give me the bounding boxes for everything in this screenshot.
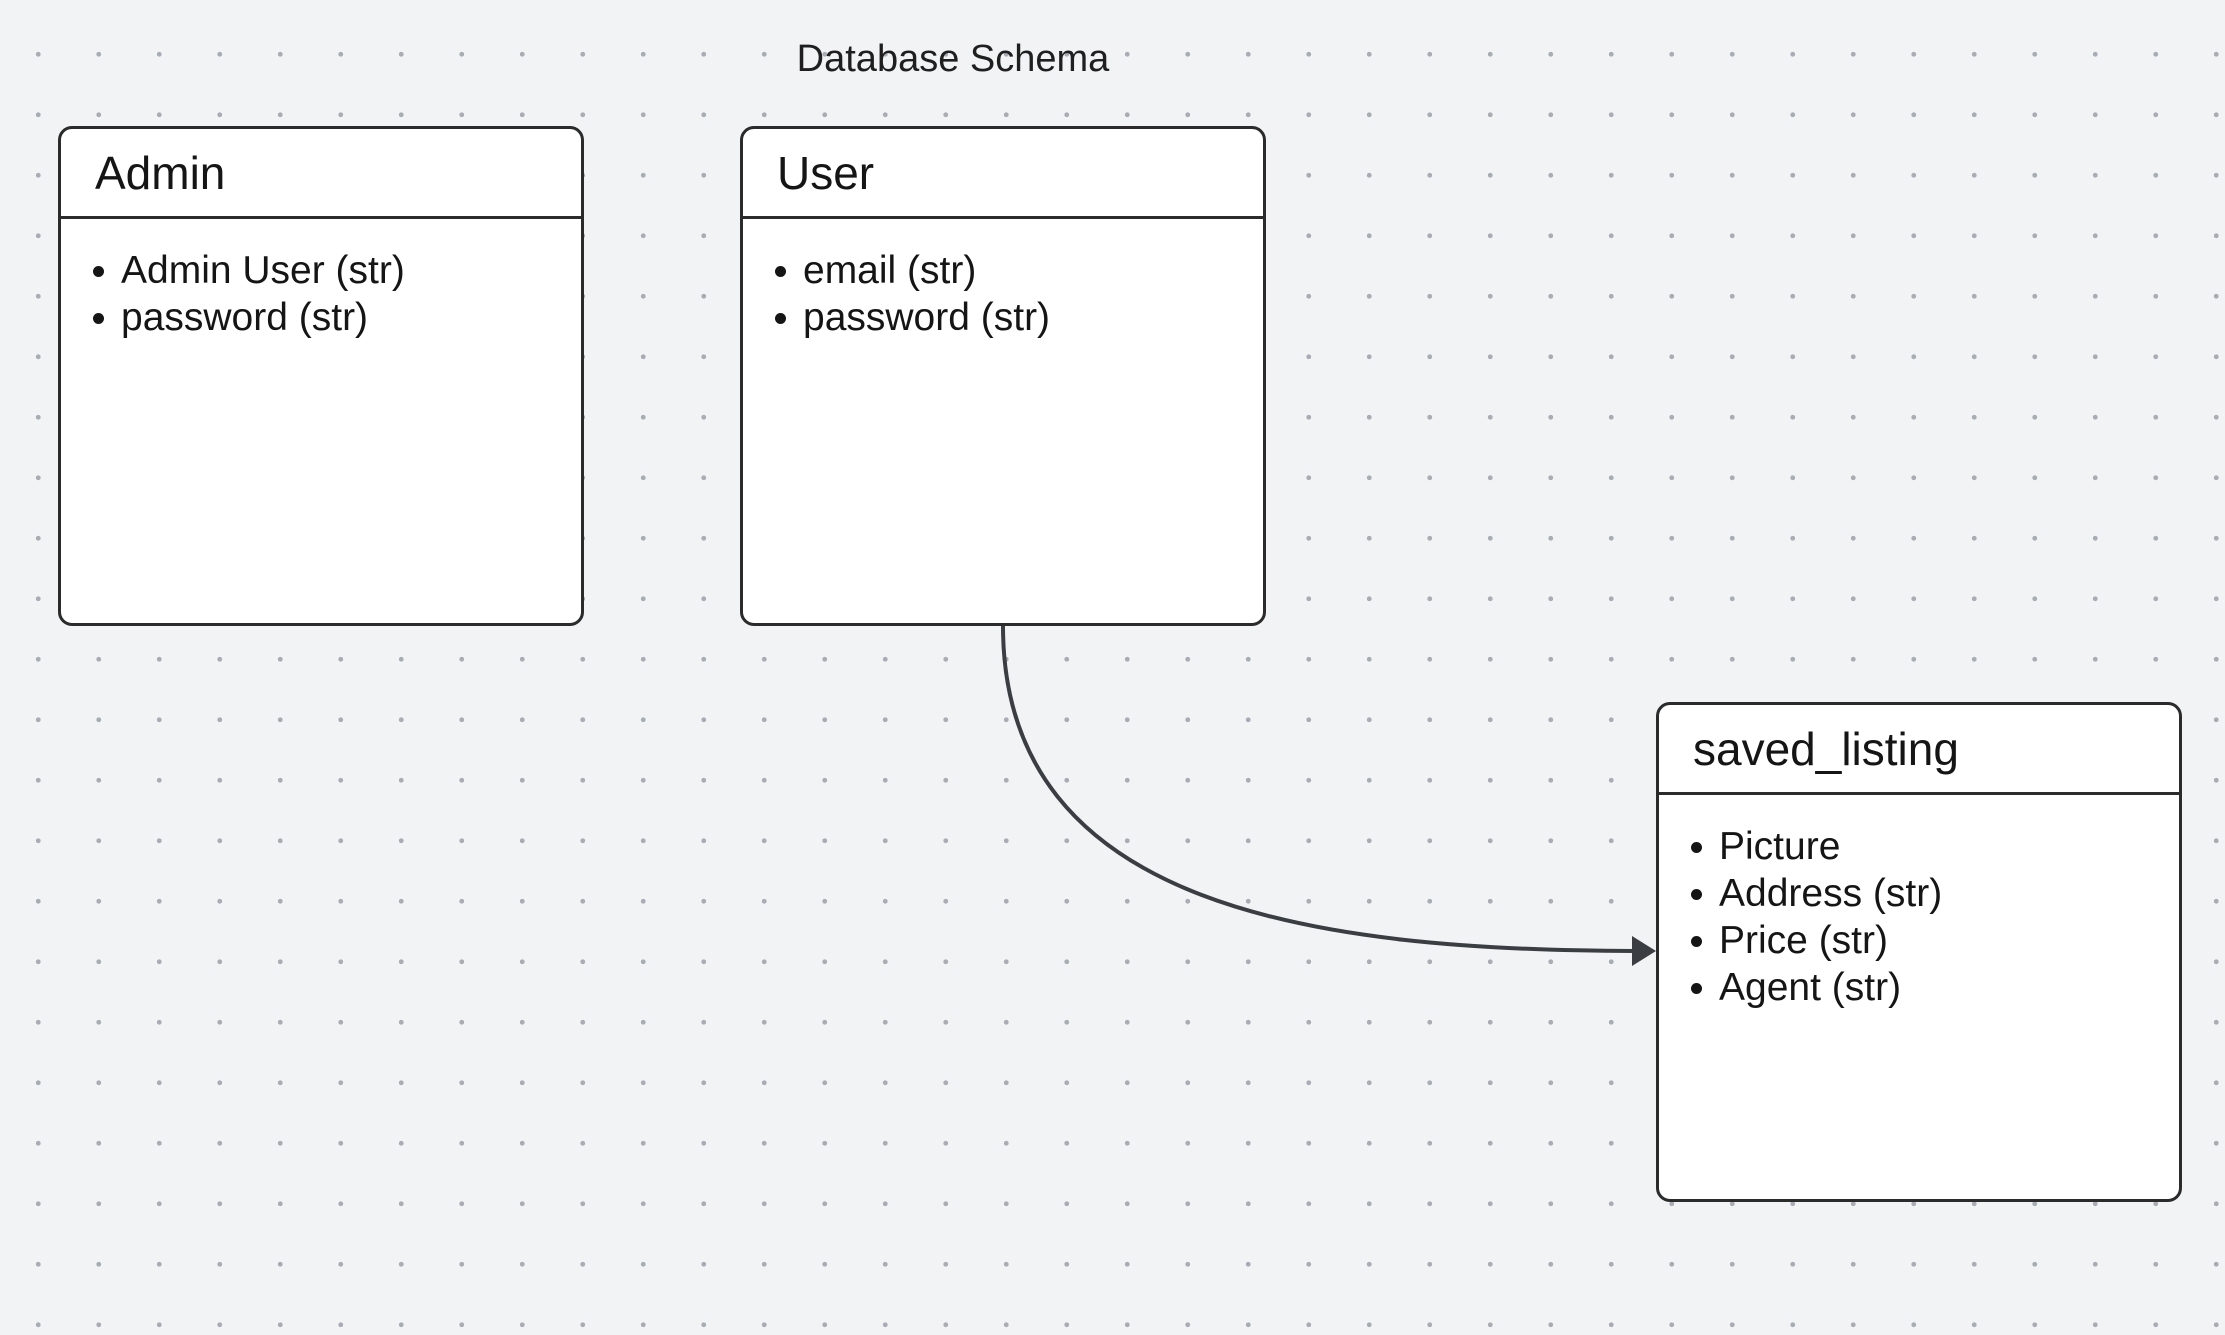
field-item: Picture [1691, 823, 2179, 870]
field-item: Admin User (str) [93, 247, 581, 294]
field-item: Price (str) [1691, 917, 2179, 964]
field-item: password (str) [93, 294, 581, 341]
entity-saved-listing-fields: Picture Address (str) Price (str) Agent … [1659, 795, 2179, 1011]
entity-saved-listing[interactable]: saved_listing Picture Address (str) Pric… [1656, 702, 2182, 1202]
entity-admin[interactable]: Admin Admin User (str) password (str) [58, 126, 584, 626]
entity-saved-listing-name: saved_listing [1659, 705, 2179, 795]
field-item: password (str) [775, 294, 1263, 341]
entity-user-name: User [743, 129, 1263, 219]
entity-admin-name: Admin [61, 129, 581, 219]
field-item: Address (str) [1691, 870, 2179, 917]
entity-user-fields: email (str) password (str) [743, 219, 1263, 341]
relation-user-saved-listing[interactable] [1001, 625, 1635, 953]
entity-admin-fields: Admin User (str) password (str) [61, 219, 581, 341]
relation-arrowhead [1632, 936, 1656, 966]
diagram-title: Database Schema [796, 38, 1110, 80]
entity-user[interactable]: User email (str) password (str) [740, 126, 1266, 626]
field-item: Agent (str) [1691, 964, 2179, 1011]
field-item: email (str) [775, 247, 1263, 294]
